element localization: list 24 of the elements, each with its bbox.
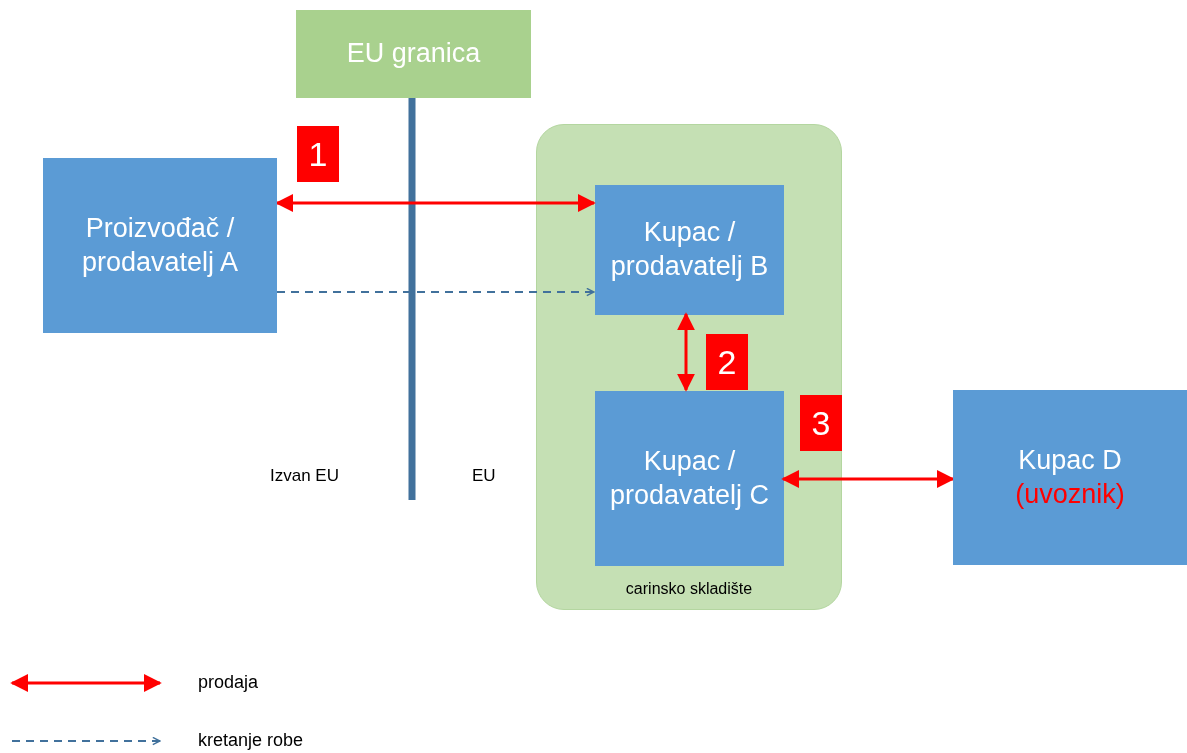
party-box [595,185,784,315]
party-box [43,158,277,333]
party-label: Kupac D [1018,443,1122,477]
party-box [953,390,1187,565]
region-label: EU [472,466,496,486]
callout-number: 1 [297,126,339,182]
dashed-arrow [276,287,595,297]
double-arrow [275,194,596,212]
legend-label: prodaja [198,672,259,693]
callout-number: 2 [706,334,748,390]
border-box [296,10,531,98]
party-label: Proizvođač / prodavatelj A [80,211,240,279]
callout-number: 3 [800,395,842,451]
party-label: Kupac / prodavatelj B [609,216,770,283]
role-label: (uvoznik) [1015,477,1125,511]
double-arrow [781,470,955,488]
party-label: EU granica [346,37,481,71]
legend-label: kretanje robe [198,730,304,751]
double-arrow [677,312,695,392]
region-label: Izvan EU [270,466,339,486]
party-box [595,391,784,566]
party-label: Kupac / prodavatelj C [608,444,771,512]
warehouse-zone [536,124,842,610]
zone-label: carinsko skladište [624,579,754,599]
